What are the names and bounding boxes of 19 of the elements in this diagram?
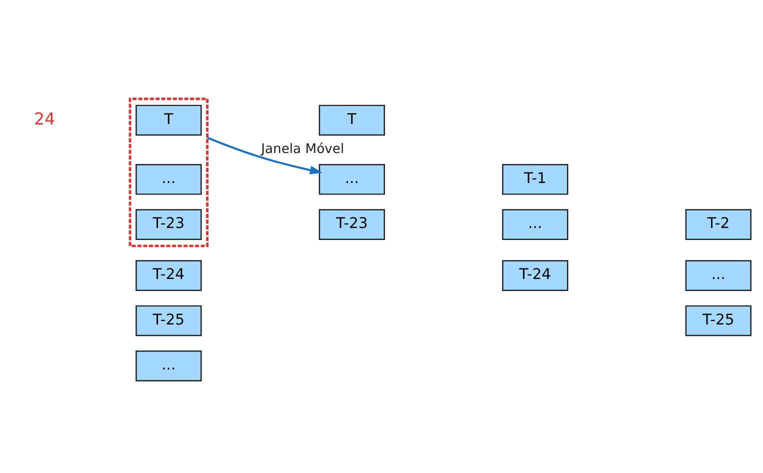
- node-box: T-23: [136, 209, 202, 240]
- node-box: T-25: [136, 305, 202, 336]
- node-box: ...: [136, 350, 202, 382]
- node-box: ...: [502, 209, 568, 240]
- node-box: T-1: [502, 164, 568, 195]
- node-box: ...: [685, 260, 752, 291]
- node-box: T-24: [502, 260, 568, 291]
- label: 24: [34, 109, 56, 128]
- cluster: [128, 98, 209, 248]
- node-box: T-23: [318, 209, 385, 240]
- node-box: T-25: [685, 305, 752, 336]
- node-box: T-2: [685, 209, 752, 240]
- edge-label: Janela Móvel: [261, 142, 344, 157]
- node-box: T: [136, 104, 202, 136]
- node-box: T: [318, 104, 385, 136]
- node-box: ...: [318, 164, 385, 195]
- arrow: [206, 136, 322, 174]
- node-box: T-24: [136, 260, 202, 291]
- node-box: ...: [136, 164, 202, 195]
